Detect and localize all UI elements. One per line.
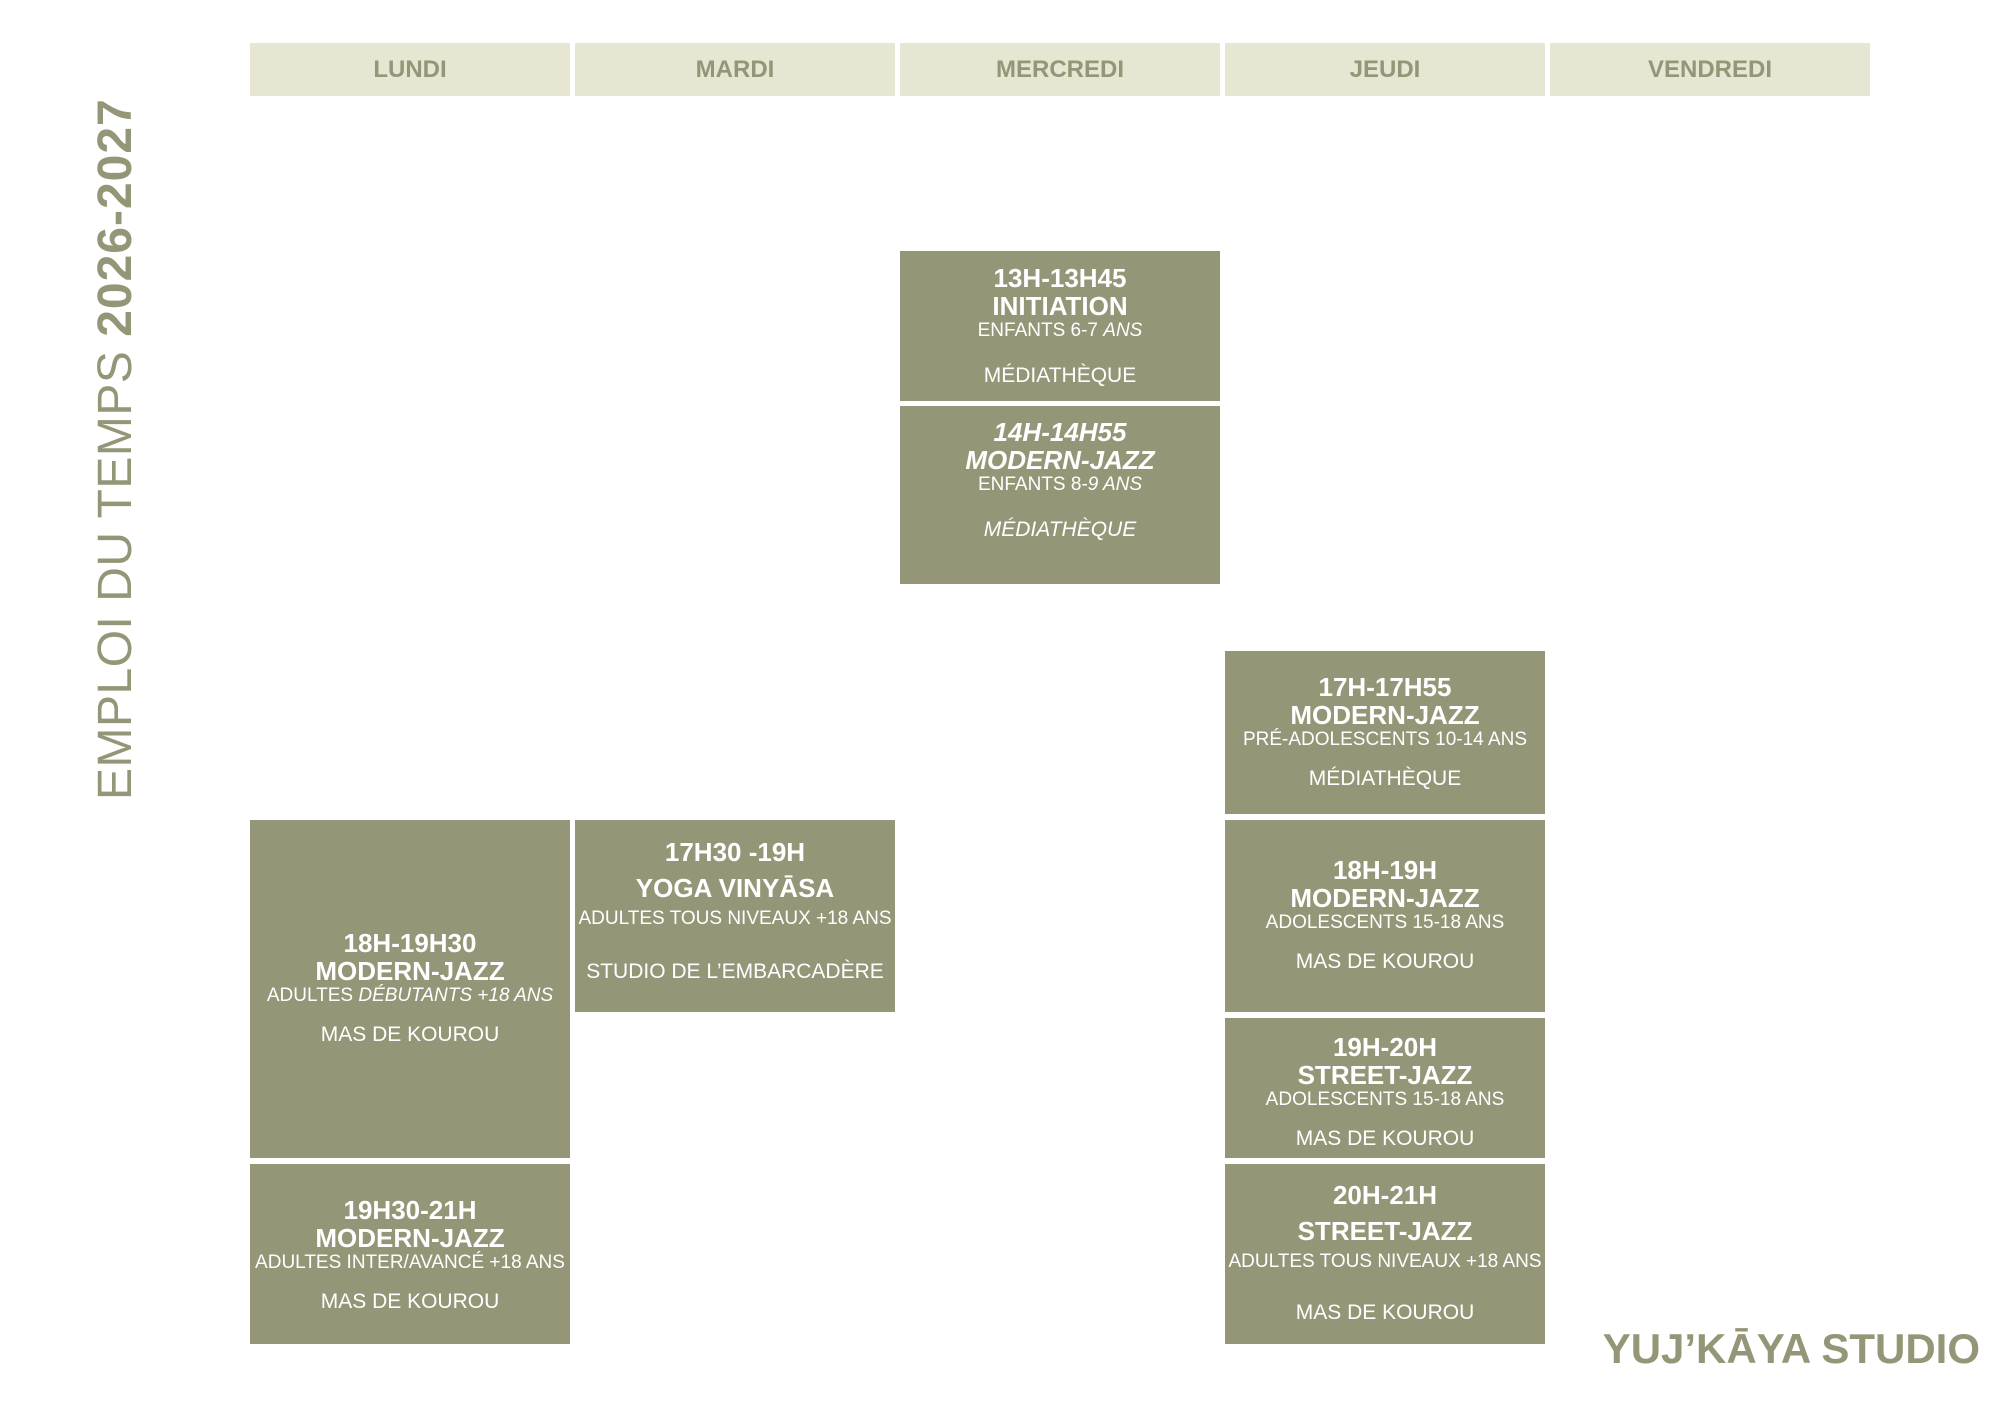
- slot-place: MÉDIATHÈQUE: [983, 364, 1137, 387]
- slot-time: 14H-14H55: [993, 417, 1127, 447]
- slot-jeudi-modern-jazz-ado[interactable]: 18H-19H MODERN-JAZZ ADOLESCENTS 15-18 AN…: [1225, 820, 1545, 1012]
- slot-audience: ADULTES TOUS NIVEAUX +18 ANS: [1228, 1251, 1542, 1272]
- slot-mardi-yoga[interactable]: 17H30 -19H YOGA VINYĀSA ADULTES TOUS NIV…: [575, 820, 895, 1012]
- slot-place: MAS DE KOUROU: [1295, 1301, 1475, 1324]
- page-title-label: EMPLOI DU TEMPS: [89, 336, 142, 800]
- slot-audience: ADOLESCENTS 15-18 ANS: [1265, 912, 1505, 933]
- slot-mercredi-modern-jazz[interactable]: 14H-14H55 MODERN-JAZZ ENFANTS 8-9 ANS MÉ…: [900, 406, 1220, 584]
- slot-jeudi-street-jazz-ado[interactable]: 19H-20H STREET-JAZZ ADOLESCENTS 15-18 AN…: [1225, 1018, 1545, 1158]
- slot-time: 17H30 -19H: [664, 837, 806, 867]
- slot-time: 18H-19H30: [343, 928, 477, 958]
- slot-course: MODERN-JAZZ: [1290, 700, 1480, 730]
- slot-time: 19H-20H: [1332, 1032, 1438, 1062]
- slot-place: STUDIO DE L’EMBARCADÈRE: [586, 960, 884, 983]
- page-title: EMPLOI DU TEMPS 2026-2027: [88, 98, 144, 800]
- slot-place: MAS DE KOUROU: [320, 1023, 500, 1046]
- slot-jeudi-street-jazz-adultes[interactable]: 20H-21H STREET-JAZZ ADULTES TOUS NIVEAUX…: [1225, 1164, 1545, 1344]
- day-header-jeudi: JEUDI: [1225, 43, 1545, 96]
- slot-course: MODERN-JAZZ: [315, 1223, 505, 1253]
- slot-lundi-modern-jazz-debutants[interactable]: 18H-19H30 MODERN-JAZZ ADULTES DÉBUTANTS …: [250, 820, 570, 1158]
- slot-audience: ADULTES INTER/AVANCÉ +18 ANS: [255, 1252, 565, 1273]
- page-title-year: 2026-2027: [89, 98, 142, 337]
- slot-course: STREET-JAZZ: [1297, 1060, 1473, 1090]
- slot-place: MAS DE KOUROU: [1295, 1127, 1475, 1150]
- slot-audience: ENFANTS 6-7 ANS: [977, 320, 1143, 341]
- slot-jeudi-modern-jazz-preado[interactable]: 17H-17H55 MODERN-JAZZ PRÉ-ADOLESCENTS 10…: [1225, 651, 1545, 814]
- slot-audience: PRÉ-ADOLESCENTS 10-14 ANS: [1242, 729, 1528, 750]
- slot-course: MODERN-JAZZ: [1290, 883, 1480, 913]
- day-header-lundi: LUNDI: [250, 43, 570, 96]
- slot-course: MODERN-JAZZ: [315, 956, 505, 986]
- slot-time: 13H-13H45: [993, 263, 1127, 293]
- slot-course: MODERN-JAZZ: [965, 445, 1155, 475]
- slot-place: MAS DE KOUROU: [320, 1290, 500, 1313]
- slot-time: 19H30-21H: [343, 1195, 477, 1225]
- slot-lundi-modern-jazz-inter[interactable]: 19H30-21H MODERN-JAZZ ADULTES INTER/AVAN…: [250, 1164, 570, 1344]
- slot-time: 20H-21H: [1332, 1180, 1438, 1210]
- slot-audience: ADULTES TOUS NIVEAUX +18 ANS: [578, 908, 892, 929]
- slot-course: STREET-JAZZ: [1297, 1216, 1473, 1246]
- slot-mercredi-initiation[interactable]: 13H-13H45 INITIATION ENFANTS 6-7 ANS MÉD…: [900, 251, 1220, 401]
- studio-brand: YUJ’KĀYA STUDIO: [1602, 1325, 1980, 1372]
- slot-audience: ADULTES DÉBUTANTS +18 ANS: [266, 985, 554, 1006]
- slot-audience: ADOLESCENTS 15-18 ANS: [1265, 1089, 1505, 1110]
- day-header-vendredi: VENDREDI: [1550, 43, 1870, 96]
- slot-audience: ENFANTS 8-9 ANS: [977, 474, 1143, 495]
- slot-time: 18H-19H: [1332, 855, 1438, 885]
- slot-place: MÉDIATHÈQUE: [983, 518, 1137, 541]
- day-header-mardi: MARDI: [575, 43, 895, 96]
- slot-place: MÉDIATHÈQUE: [1308, 767, 1462, 790]
- slot-course: YOGA VINYĀSA: [635, 873, 835, 903]
- slot-time: 17H-17H55: [1318, 672, 1452, 702]
- slot-place: MAS DE KOUROU: [1295, 950, 1475, 973]
- day-header-mercredi: MERCREDI: [900, 43, 1220, 96]
- slot-course: INITIATION: [992, 291, 1128, 321]
